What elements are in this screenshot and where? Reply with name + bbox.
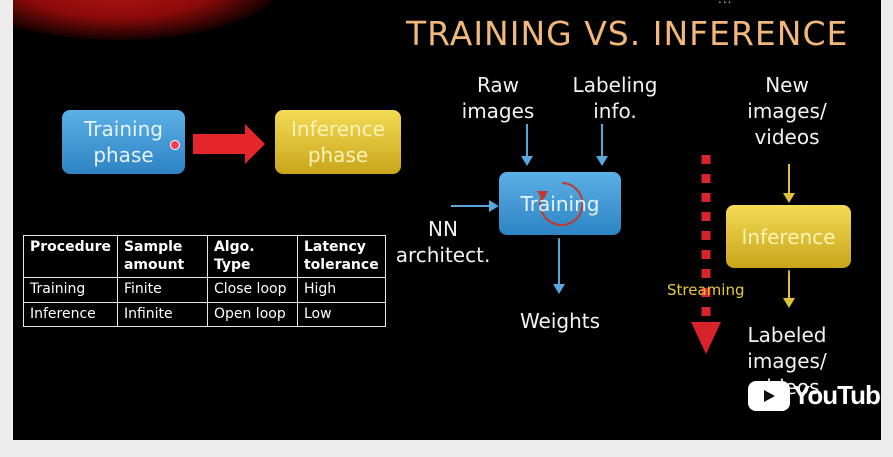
cell: Open loop	[206, 301, 298, 327]
cell: Close loop	[206, 277, 298, 303]
cell: Training	[23, 277, 118, 303]
table-row: Training Finite Close loop High	[23, 277, 386, 303]
cell: Infinite	[116, 301, 208, 327]
streaming-arrowhead	[691, 322, 721, 354]
cell: Inference	[23, 301, 118, 327]
diagram-arrows	[193, 124, 795, 354]
weights-label: Weights	[519, 309, 601, 333]
youtube-wordmark: YouTube	[793, 380, 881, 410]
nn-architect-label: NN architect.	[395, 217, 491, 267]
cell: High	[296, 277, 386, 303]
header-latency-tolerance: Latency tolerance	[296, 235, 386, 278]
inference-phase-label: Inference phase	[291, 117, 385, 167]
youtube-logo-icon	[748, 380, 790, 411]
raw-images-label: Raw images	[461, 73, 535, 123]
training-box-label: Training	[520, 191, 600, 216]
slide: ... TRAINING VS. INFERENCE Training phas…	[13, 0, 881, 440]
comparison-table: Procedure Sample amount Algo. Type Laten…	[23, 235, 386, 327]
header-algo-type: Algo. Type	[206, 235, 298, 278]
cut-off-header-text: ...	[718, 0, 732, 6]
cell: Low	[296, 301, 386, 327]
training-phase-label: Training phase	[84, 117, 163, 167]
youtube-watermark[interactable]: YouTube	[748, 380, 881, 411]
labeling-info-label: Labeling info.	[572, 73, 658, 123]
phase-arrow	[193, 124, 265, 164]
play-icon	[764, 389, 775, 402]
new-images-label: New images/ videos	[747, 73, 827, 149]
streaming-label: Streaming	[667, 281, 745, 299]
inference-phase-box: Inference phase	[275, 110, 401, 174]
training-box: Training	[499, 172, 621, 235]
header-procedure: Procedure	[23, 235, 118, 278]
cycle-icon	[537, 182, 584, 226]
slide-title: TRAINING VS. INFERENCE	[406, 14, 849, 53]
inference-box-label: Inference	[741, 224, 836, 249]
training-phase-box: Training phase	[62, 110, 185, 174]
cell: Finite	[116, 277, 208, 303]
table-row: Inference Infinite Open loop Low	[23, 301, 386, 327]
inference-box: Inference	[726, 205, 851, 268]
presenter-cursor	[170, 140, 180, 150]
header-sample-amount: Sample amount	[116, 235, 208, 278]
table-header-row: Procedure Sample amount Algo. Type Laten…	[23, 235, 386, 278]
